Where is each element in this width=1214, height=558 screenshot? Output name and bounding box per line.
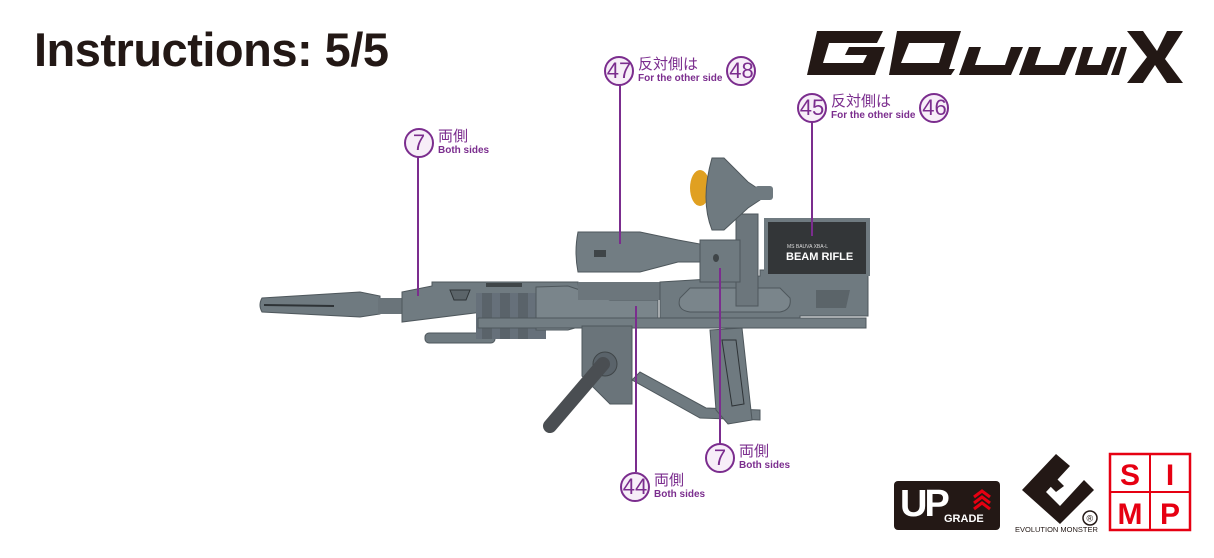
page-title: Instructions: 5/5 <box>34 23 389 76</box>
part-number-badge: 44 <box>620 472 650 502</box>
callout-en: Both sides <box>654 489 706 500</box>
simp-letter-m: M <box>1118 498 1143 531</box>
callout-jp: 両側 <box>438 127 469 145</box>
simp-letter-i: I <box>1166 459 1174 492</box>
callout-47: 47 反対側は For the other side 48 <box>604 55 757 86</box>
part-number-badge: 7 <box>705 443 735 473</box>
callout-jp: 両側 <box>654 471 685 489</box>
callout-jp: 反対側は <box>638 55 699 73</box>
rifle-label-small: MS BAUVA XBA-L <box>787 244 828 250</box>
part-number-badge: 45 <box>797 93 827 123</box>
callout-jp: 反対側は <box>831 92 892 110</box>
rifle-body: MS BAUVA XBA-L BEAM RIFLE <box>259 157 870 433</box>
pair-part-number-badge: 46 <box>919 93 950 123</box>
registered-mark: ® <box>1087 514 1094 524</box>
part-number-badge: 47 <box>604 56 634 86</box>
callout-7-top: 7 両側 Both sides <box>404 128 489 158</box>
upgrade-logo: UP GRADE <box>894 481 1000 530</box>
callout-en: Both sides <box>438 145 490 156</box>
callout-7-bottom: 7 両側 Both sides <box>705 443 790 473</box>
callout-en: For the other side <box>638 73 723 84</box>
part-number-badge: 7 <box>404 128 434 158</box>
evolution-monster-text: EVOLUTION MONSTER <box>1015 525 1098 534</box>
callout-44: 44 両側 Both sides <box>620 472 705 502</box>
simp-letter-s: S <box>1120 459 1140 492</box>
simp-logo: S I M P <box>1108 452 1192 532</box>
pair-part-number-badge: 48 <box>726 56 757 86</box>
callout-en: Both sides <box>739 460 791 471</box>
evolution-monster-logo-icon: ® <box>1022 454 1098 526</box>
callout-jp: 両側 <box>739 442 770 460</box>
simp-letter-p: P <box>1160 498 1180 531</box>
callout-en: For the other side <box>831 110 916 121</box>
rifle-label-big: BEAM RIFLE <box>786 251 853 263</box>
upgrade-grade-text: GRADE <box>944 513 984 525</box>
upgrade-up-text: UP <box>900 483 950 525</box>
chevron-up-icon <box>973 489 991 511</box>
gquuuuuux-logo <box>807 31 1183 83</box>
callout-45: 45 反対側は For the other side 46 <box>797 92 950 123</box>
